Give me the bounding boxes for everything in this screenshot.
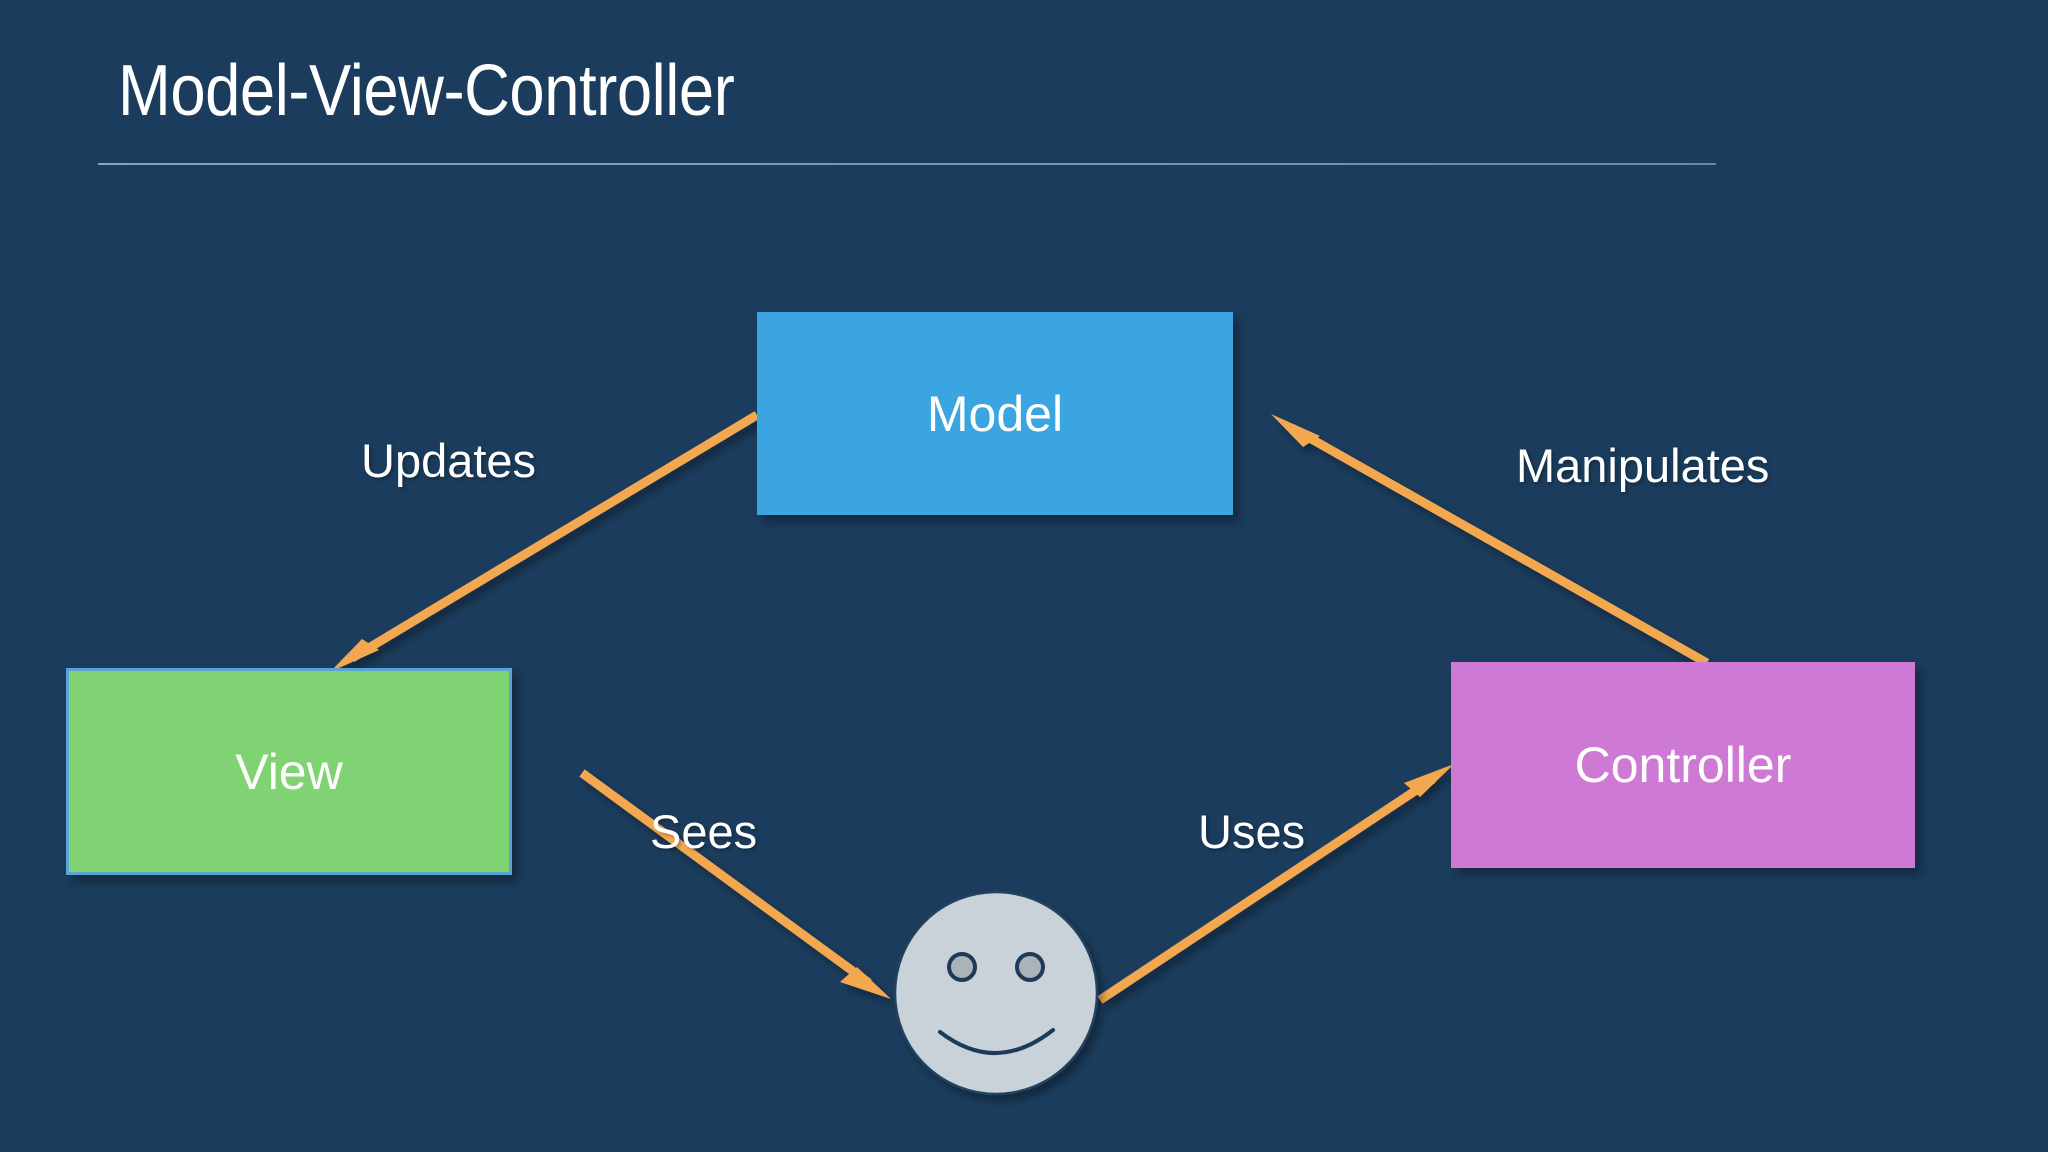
edge-sees-arrow xyxy=(579,769,891,999)
node-view-label: View xyxy=(235,743,343,800)
edge-label-manipulates: Manipulates xyxy=(1516,439,1770,492)
user-smiley-face-icon xyxy=(893,890,1099,1096)
node-controller[interactable]: Controller xyxy=(1451,662,1915,868)
edge-label-uses: Uses xyxy=(1198,805,1306,858)
node-model-label: Model xyxy=(926,385,1064,442)
smiley-left-eye-icon xyxy=(947,952,977,982)
edge-uses-arrow xyxy=(1097,764,1454,1004)
edge-updates-arrow xyxy=(330,411,760,672)
title-divider xyxy=(98,163,1716,165)
node-controller-label: Controller xyxy=(1574,737,1792,793)
node-view[interactable]: View xyxy=(66,668,512,875)
edge-label-updates: Updates xyxy=(361,434,537,487)
smiley-mouth-icon xyxy=(938,1028,1055,1055)
edge-manipulates-arrow xyxy=(1271,414,1710,667)
smiley-right-eye-icon xyxy=(1015,952,1045,982)
edge-label-sees: Sees xyxy=(650,805,758,858)
page-title: Model-View-Controller xyxy=(118,51,735,131)
node-model[interactable]: Model xyxy=(757,312,1233,515)
